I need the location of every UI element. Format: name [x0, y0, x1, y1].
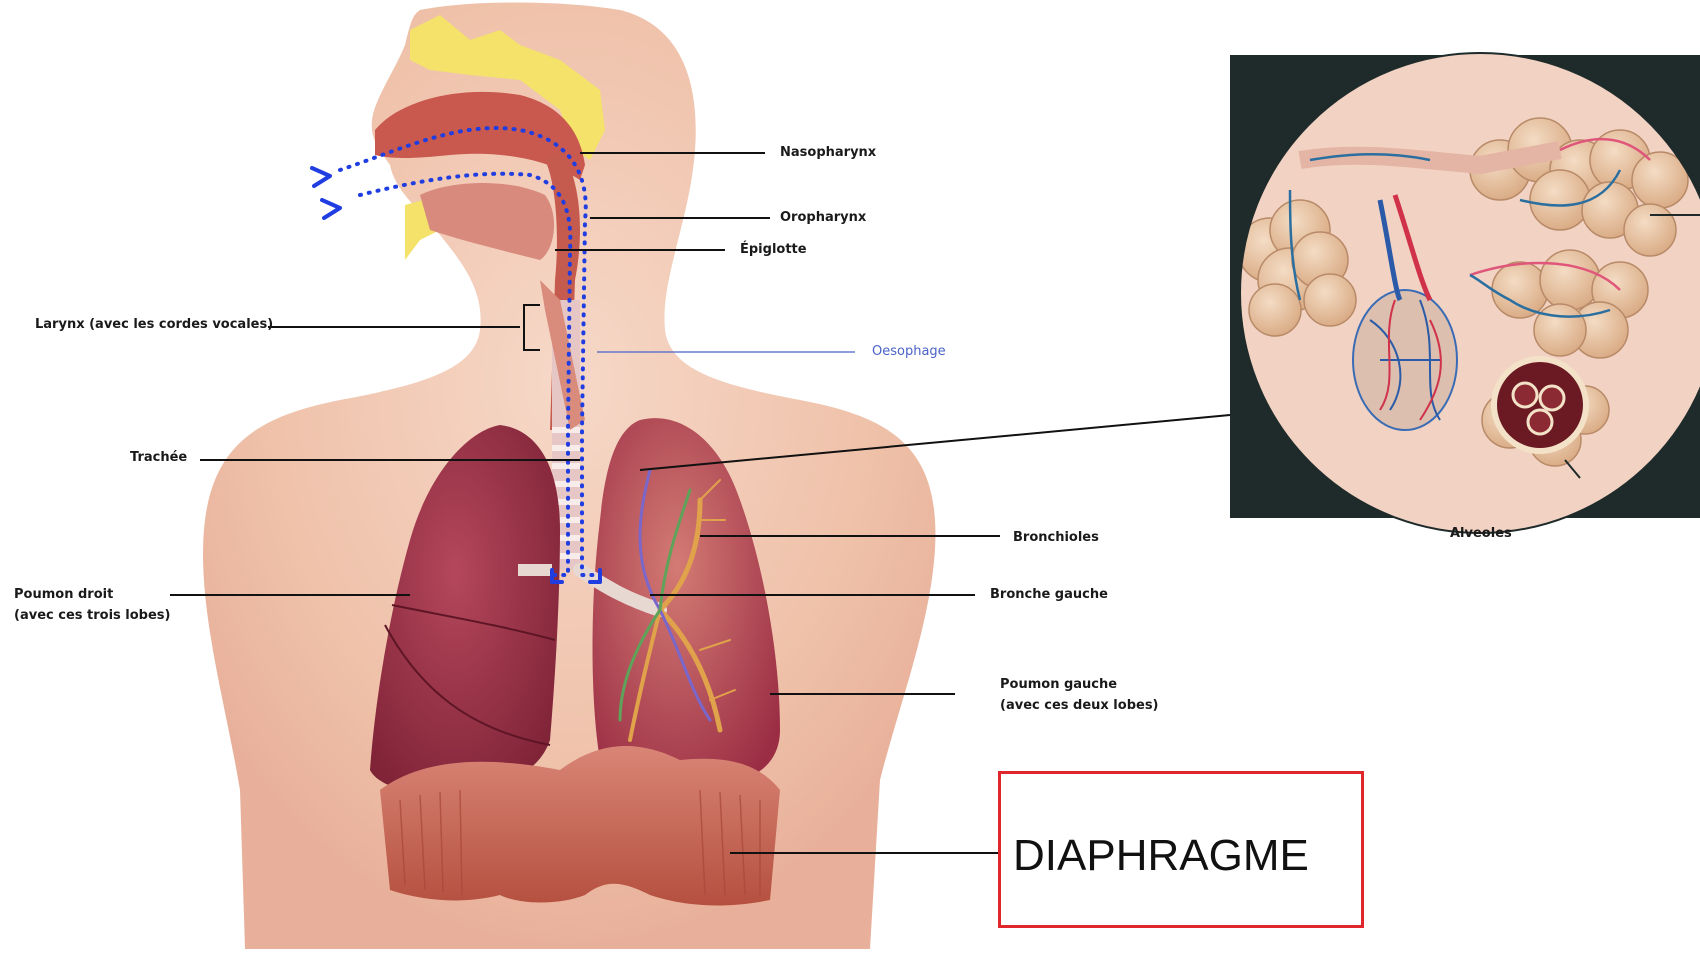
label-poumon-gauche-lobes: (avec ces deux lobes): [1000, 696, 1159, 716]
label-nasopharynx: Nasopharynx: [780, 143, 876, 163]
label-larynx: Larynx (avec les cordes vocales): [35, 315, 273, 335]
alveoli-inset: [1230, 53, 1700, 533]
label-bronche-gauche: Bronche gauche: [990, 585, 1108, 605]
label-oropharynx: Oropharynx: [780, 208, 866, 228]
label-poumon-droit-lobes: (avec ces trois lobes): [14, 606, 171, 626]
label-poumon-droit: Poumon droit: [14, 585, 113, 605]
label-alveoles: Alveoles: [1450, 526, 1512, 541]
label-epiglotte: Épiglotte: [740, 240, 807, 260]
diaphragme-highlight-box: DIAPHRAGME: [998, 771, 1364, 928]
label-oesophage: Oesophage: [872, 342, 946, 362]
diaphragm: [380, 746, 780, 905]
label-poumon-gauche: Poumon gauche: [1000, 675, 1117, 695]
label-trachee: Trachée: [130, 448, 187, 468]
label-diaphragme: DIAPHRAGME: [1013, 831, 1309, 881]
label-bronchioles: Bronchioles: [1013, 528, 1099, 548]
alveolus-cross-section: [1494, 359, 1586, 451]
